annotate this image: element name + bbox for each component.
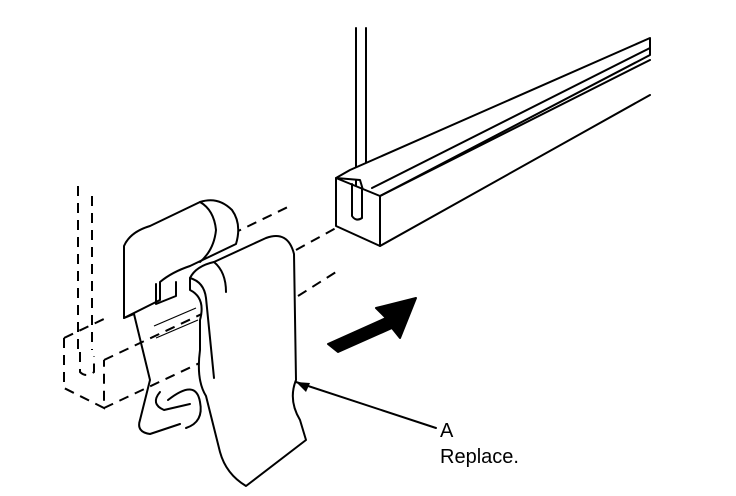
phantom-rail-end [63,186,207,410]
direction-arrow [327,297,417,353]
callout-replace-text: Replace. [440,446,519,468]
callout-leader [295,381,437,429]
rail-frame [335,27,651,247]
alignment-lines [231,204,337,297]
clip-part-a [123,199,307,487]
callout-letter-a: A [440,420,454,442]
